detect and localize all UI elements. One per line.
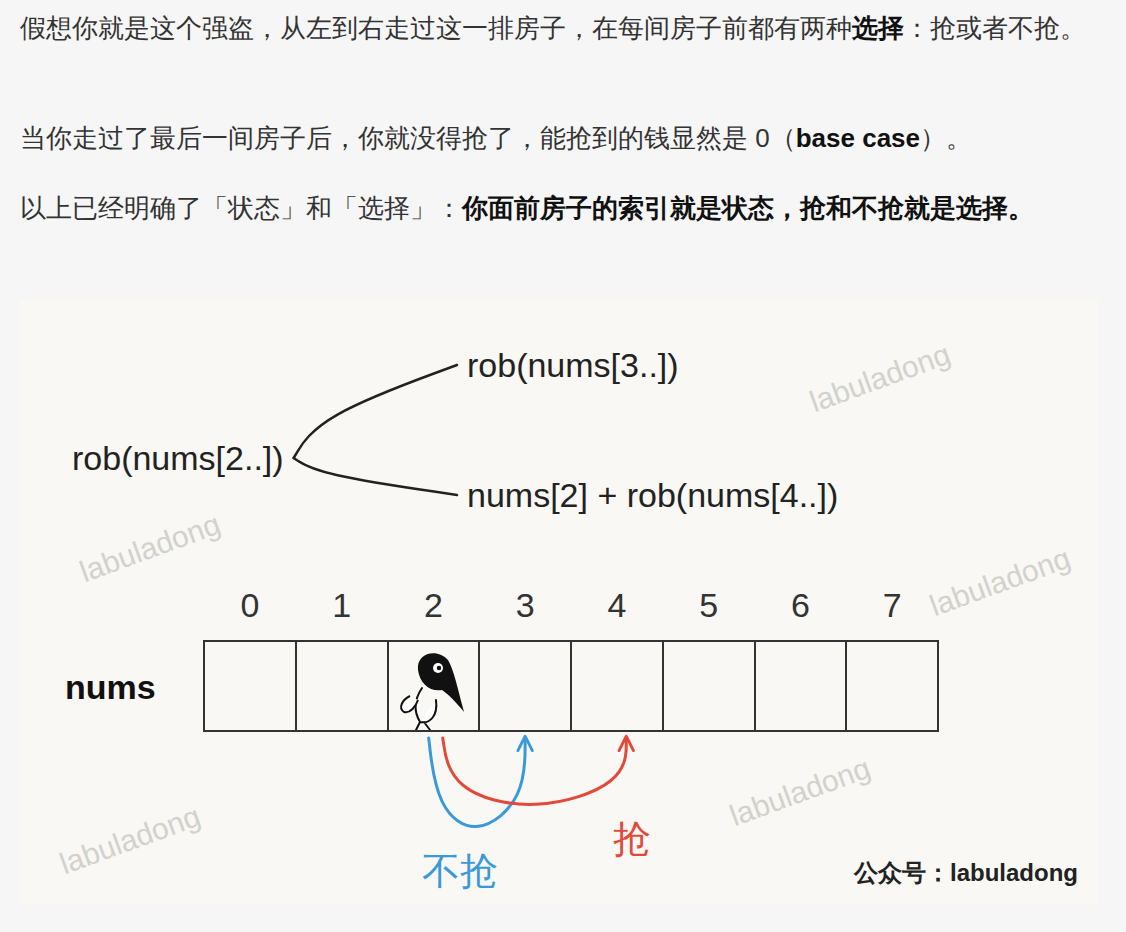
call-text: rob(nums[2..]) xyxy=(72,438,284,479)
watermark: labuladong xyxy=(55,798,205,882)
choice-label: 不抢 xyxy=(418,851,502,893)
body-text: 当你走过了最后一间房子后，你就没得抢了，能抢到的钱显然是 0（ xyxy=(20,123,796,153)
body-text: ：抢或者不抢。 xyxy=(904,13,1086,43)
watermark: labuladong xyxy=(925,540,1075,624)
tree-branch xyxy=(294,365,457,458)
array-cell: 7 xyxy=(845,640,939,732)
watermark: labuladong xyxy=(725,750,875,834)
body-text: ）。 xyxy=(920,123,972,153)
index-number: 4 xyxy=(572,588,662,622)
index-number: 3 xyxy=(480,588,570,622)
robber-body xyxy=(416,688,437,730)
choice-label: 抢 xyxy=(609,819,655,861)
paragraph: 以上已经明确了「状态」和「选择」：你面前房子的索引就是状态，抢和不抢就是选择。 xyxy=(20,186,1100,230)
recursion-call: rob(nums[3..]) xyxy=(463,343,683,388)
array-cell: 1 xyxy=(295,640,389,732)
robber-head xyxy=(418,653,464,712)
emphasis-text: base case xyxy=(796,123,920,153)
signature: 公众号：labuladong xyxy=(854,859,1078,888)
array-cell: 6 xyxy=(754,640,848,732)
body-text: 假想你就是这个强盗，从左到右走过这一排房子，在每间房子前都有两种 xyxy=(20,13,852,43)
robber-pupil xyxy=(437,666,441,670)
index-number: 0 xyxy=(205,588,295,622)
robber-figure xyxy=(401,653,464,730)
index-number: 2 xyxy=(389,588,479,622)
tree-branch xyxy=(294,458,457,495)
index-number: 5 xyxy=(664,588,754,622)
index-number: 6 xyxy=(756,588,846,622)
array-cell: 0 xyxy=(203,640,297,732)
index-number: 7 xyxy=(847,588,937,622)
emphasis-text: 选择 xyxy=(852,13,904,43)
robber-eye xyxy=(433,663,443,673)
array-cell: 2 xyxy=(387,640,481,732)
array-name: nums xyxy=(65,667,156,708)
recursion-call: nums[2] + rob(nums[4..]) xyxy=(463,473,842,518)
recursion-call: rob(nums[2..]) xyxy=(68,436,288,481)
watermark: labuladong xyxy=(805,336,955,420)
call-text: rob(nums[3..]) xyxy=(467,345,679,386)
paragraph: 假想你就是这个强盗，从左到右走过这一排房子，在每间房子前都有两种选择：抢或者不抢… xyxy=(20,6,1100,50)
body-text: 以上已经明确了「状态」和「选择」： xyxy=(20,193,462,223)
choice-arrow xyxy=(443,738,627,804)
array-cell: 4 xyxy=(570,640,664,732)
array-cell: 5 xyxy=(662,640,756,732)
index-number: 1 xyxy=(297,588,387,622)
emphasis-text: 你面前房子的索引就是状态，抢和不抢就是选择。 xyxy=(462,193,1034,223)
robber-arm xyxy=(401,696,418,712)
array-cell: 3 xyxy=(478,640,572,732)
paragraph: 当你走过了最后一间房子后，你就没得抢了，能抢到的钱显然是 0（base case… xyxy=(20,116,1100,160)
call-text: nums[2] + rob(nums[4..]) xyxy=(467,475,838,516)
choice-arrow xyxy=(429,738,525,827)
watermark: labuladong xyxy=(75,506,225,590)
